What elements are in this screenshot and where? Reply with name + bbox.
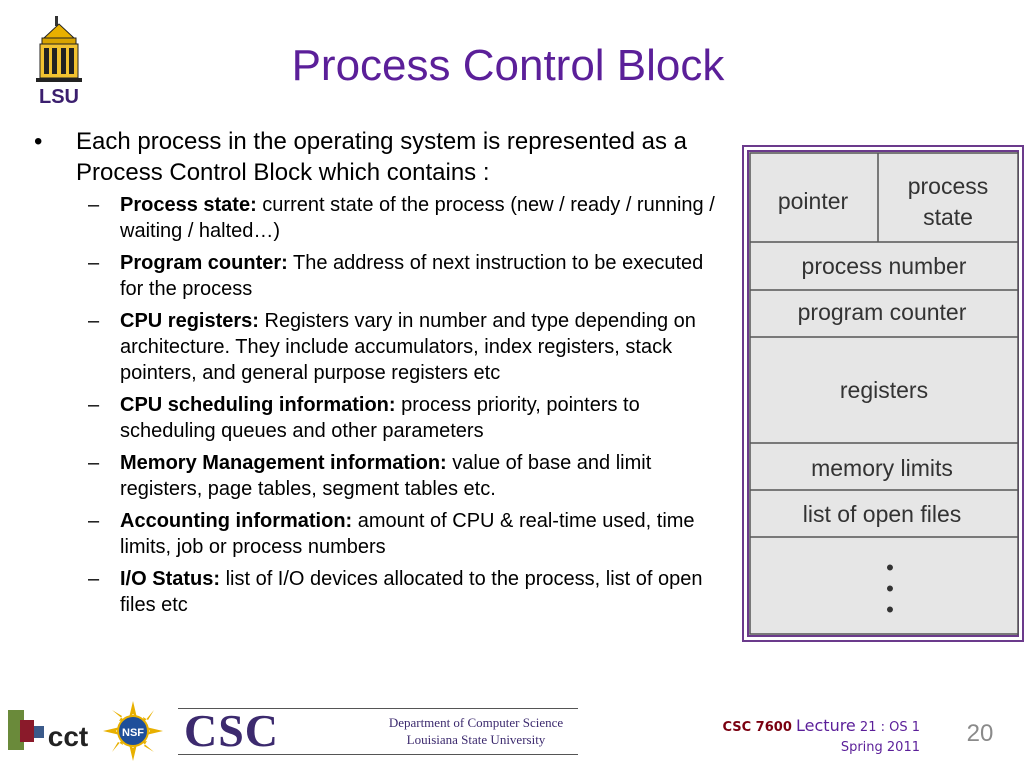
pcb-ellipsis-dot: • [886,555,894,580]
pcb-diagram: pointer process state process number pro… [742,145,1024,642]
list-item: –Accounting information: amount of CPU &… [32,508,732,560]
cct-logo-text: cct [48,721,88,752]
department-line: Department of Computer Science [388,715,564,730]
csc-department-banner: CSC Department of Computer Science Louis… [178,706,580,756]
item-desc: The address of next instruction to be ex… [120,252,704,300]
course-term: Spring 2011 [840,740,920,755]
dash: – [88,310,100,332]
slide-number: 20 [966,720,994,747]
item-term: Memory Management information: [120,452,447,474]
item-desc: list of I/O devices allocated to the pro… [120,568,703,616]
item-desc: amount of CPU & real-time used, time lim… [120,510,695,558]
list-item: –I/O Status: list of I/O devices allocat… [32,566,732,618]
pcb-memory-limits: memory limits [811,455,953,481]
department-name: Department of Computer Science Louisiana… [374,714,578,748]
item-term: Accounting information: [120,510,353,532]
lecture-number: 21 : OS 1 [859,720,920,735]
dash: – [88,452,100,474]
cct-logo: cct [8,710,88,752]
pcb-ellipsis-dot: • [886,597,894,622]
pcb-program-counter: program counter [798,299,967,325]
intro-text: Each process in the operating system is … [76,128,687,186]
list-item: –CPU scheduling information: process pri… [32,392,732,444]
slide-content: • Each process in the operating system i… [32,126,732,624]
pcb-open-files: list of open files [803,501,962,527]
item-term: Program counter: [120,252,288,274]
bullet-dot: • [34,128,43,155]
dash: – [88,194,100,216]
intro-bullet: • Each process in the operating system i… [32,126,732,188]
dash: – [88,394,100,416]
item-desc: current state of the process (new / read… [120,194,715,242]
nsf-logo: NSF [103,701,163,761]
pcb-process-state-line2: state [923,204,973,230]
dash: – [88,252,100,274]
item-desc: process priority, pointers to scheduling… [120,394,640,442]
pcb-ellipsis-dot: • [886,576,894,601]
banner-rule-bottom [178,754,578,755]
pcb-fields-list: –Process state: current state of the pro… [32,192,732,618]
pcb-pointer: pointer [778,188,849,214]
course-code: CSC 7600 [722,720,792,735]
list-item: –CPU registers: Registers vary in number… [32,308,732,386]
nsf-logo-text: NSF [122,727,144,739]
dash: – [88,510,100,532]
list-item: –Memory Management information: value of… [32,450,732,502]
pcb-process-state: process [908,173,989,199]
course-lecture-line: CSC 7600 Lecture 21 : OS 1 [700,716,920,738]
item-desc: value of base and limit registers, page … [120,452,652,500]
course-info: CSC 7600 Lecture 21 : OS 1 Spring 2011 [700,716,920,758]
list-item: –Process state: current state of the pro… [32,192,732,244]
item-term: Process state: [120,194,257,216]
lsu-logo-text: LSU [39,86,79,106]
list-item: –Program counter: The address of next in… [32,250,732,302]
item-desc: Registers vary in number and type depend… [120,310,696,384]
pcb-process-number: process number [802,253,967,279]
lecture-label: Lecture [796,716,856,735]
university-line: Louisiana State University [406,732,546,747]
banner-rule-top [178,708,578,709]
slide-title: Process Control Block [291,41,725,90]
item-term: I/O Status: [120,568,221,590]
dash: – [88,568,100,590]
pcb-registers: registers [840,377,928,403]
csc-wordmark: CSC [184,705,280,756]
item-term: CPU registers: [120,310,259,332]
lsu-logo: LSU [36,16,82,106]
item-term: CPU scheduling information: [120,394,396,416]
